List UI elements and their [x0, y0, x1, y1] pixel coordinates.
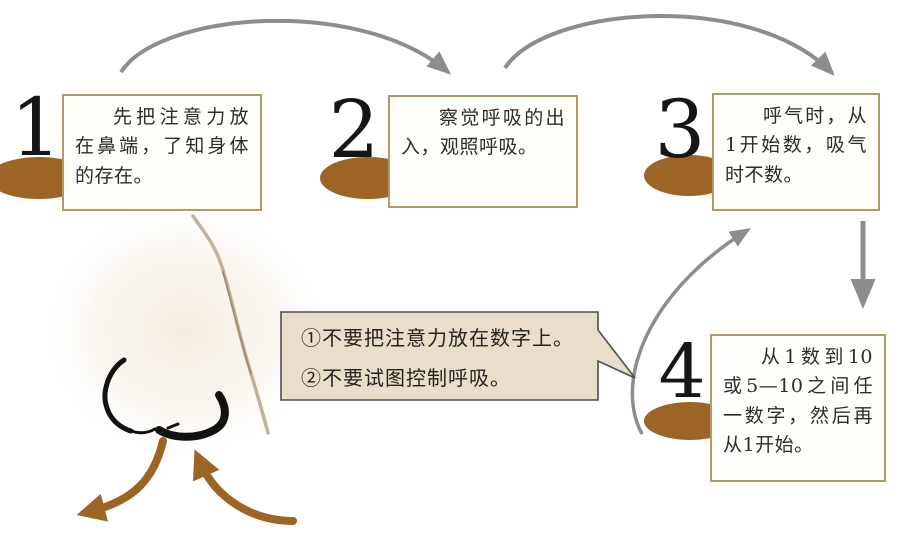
nose-sketch-wash: [35, 195, 335, 465]
left-nostril-stroke: [102, 357, 134, 434]
step-4-box: 从1数到10或5—10之间任一数字，然后再从1开始。: [710, 334, 886, 482]
step-1-box: 先把注意力放在鼻端，了知身体的存在。: [62, 94, 262, 211]
nose-base-notch: [166, 422, 180, 430]
step-3-text: 呼气时，从1开始数，吸气时不数。: [725, 105, 867, 186]
callout-note-2: ②不要试图控制呼吸。: [301, 365, 511, 390]
inhale-arrow-icon: [193, 449, 297, 525]
nose-sketch: [35, 195, 335, 465]
callout-bubble: [280, 311, 636, 401]
flow-arrow-step1-to-step2-icon: [119, 18, 452, 75]
callout-notes: ①不要把注意力放在数字上。 ②不要试图控制呼吸。: [281, 312, 598, 400]
step-2-box: 察觉呼吸的出入，观照呼吸。: [388, 95, 578, 208]
exhale-arrow-icon: [76, 437, 167, 522]
flow-arrow-step2-to-step3-icon: [503, 14, 835, 76]
step-2-text: 察觉呼吸的出入，观照呼吸。: [401, 107, 565, 159]
step-3-box: 呼气时，从1开始数，吸气时不数。: [712, 93, 880, 211]
left-nostril-tip-stroke: [129, 427, 157, 435]
right-nostril-stroke: [155, 391, 229, 441]
step-3-number: 3: [654, 83, 706, 176]
callout-note-1: ①不要把注意力放在数字上。: [301, 325, 574, 350]
step-4-number: 4: [658, 329, 706, 415]
step-4-text: 从1数到10或5—10之间任一数字，然后再从1开始。: [723, 346, 873, 457]
step-1-number: 1: [10, 81, 62, 174]
nose-bridge-shade: [222, 271, 252, 375]
step-2-number: 2: [328, 83, 380, 176]
step-1-text: 先把注意力放在鼻端，了知身体的存在。: [75, 106, 249, 187]
flow-arrow-step4-to-step3-icon: [630, 228, 751, 435]
